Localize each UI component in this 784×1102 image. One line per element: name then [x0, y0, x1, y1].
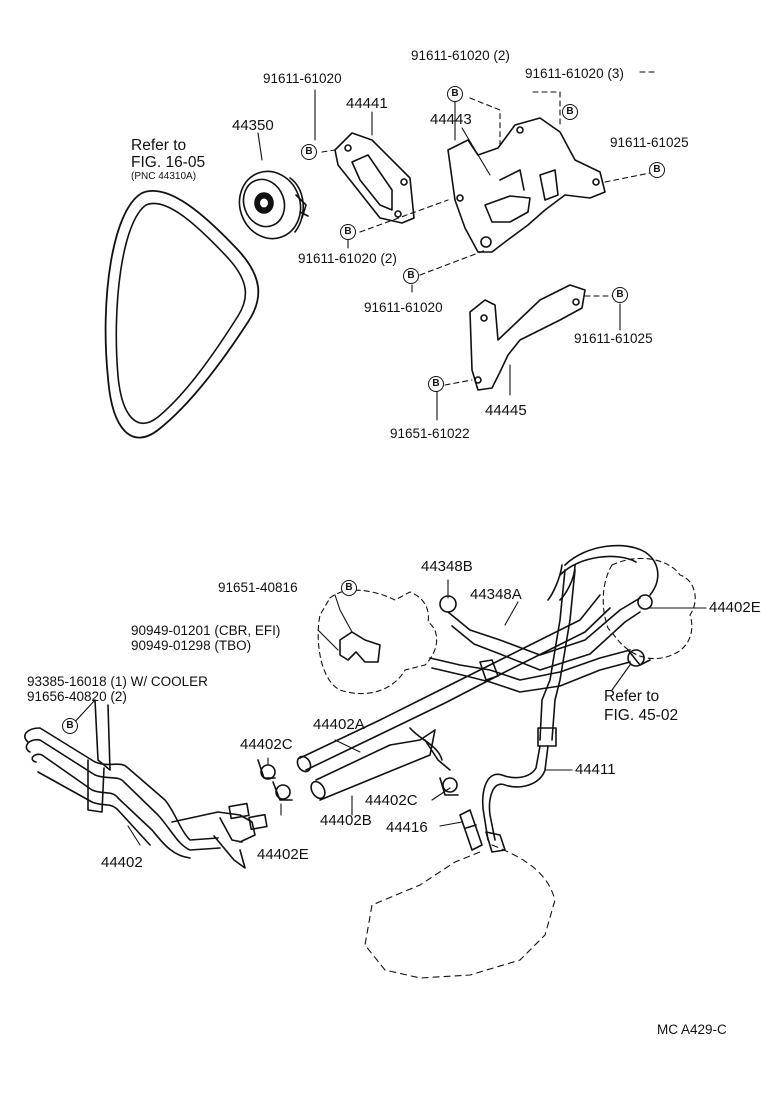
part-93385-16018-label: 93385-16018 (1) W/ COOLER — [27, 674, 208, 689]
bolt-91651-40816-label: 91651-40816 — [218, 580, 298, 595]
bolt-b-icon: B — [562, 104, 578, 120]
bolt-91651-61022-label: 91651-61022 — [390, 426, 470, 441]
bolt-91611-61025-label-b: 91611-61025 — [574, 331, 653, 346]
refer-to-label-2: Refer to — [604, 688, 660, 705]
union-44416-drawing — [459, 809, 483, 851]
bolt-91611-61020-2-top-label: 91611-61020 (2) — [411, 48, 510, 63]
hoses-drawing — [429, 564, 641, 853]
upper-dashed-leaders — [321, 71, 656, 386]
bolt-b-icon: B — [341, 580, 357, 596]
pump-dashed-outline — [317, 557, 696, 695]
part-44402-label: 44402 — [101, 854, 143, 871]
oil-cooler-drawing — [24, 699, 268, 869]
bolt-b-icon: B — [428, 376, 444, 392]
fig-16-05-link[interactable]: FIG. 16-05 — [131, 154, 206, 171]
idler-pulley-drawing — [238, 170, 309, 240]
bracket-44443-drawing — [447, 117, 606, 253]
clamps-drawing — [257, 594, 653, 801]
pump-bracket-drawing — [339, 631, 381, 663]
part-90949-01201-label: 90949-01201 (CBR, EFI) — [131, 623, 281, 638]
v-belt-drawing — [104, 190, 260, 439]
bolt-b-icon: B — [62, 718, 78, 734]
part-44411-label: 44411 — [575, 761, 616, 778]
bolt-b-icon: B — [612, 287, 628, 303]
part-90949-01298-label: 90949-01298 (TBO) — [131, 638, 252, 653]
bracket-44445-drawing — [469, 284, 586, 391]
bolt-91611-61020-2-mid-label: 91611-61020 (2) — [298, 251, 397, 266]
part-44445-label: 44445 — [485, 402, 527, 419]
leader-lines — [71, 89, 707, 846]
refer-to-label-1: Refer to — [131, 137, 187, 154]
bolt-b-icon: B — [340, 224, 356, 240]
fig-45-02-link[interactable]: FIG. 45-02 — [604, 707, 679, 724]
bolt-b-icon: B — [649, 162, 665, 178]
bolt-91611-61020-label-a: 91611-61020 — [263, 71, 342, 86]
bolt-b-icon: B — [447, 86, 463, 102]
part-44348b-label: 44348B — [421, 558, 473, 575]
bolt-b-icon: B — [301, 144, 317, 160]
part-44402e-right-label: 44402E — [709, 599, 761, 616]
bracket-44441-drawing — [334, 132, 415, 224]
reservoir-drawing — [559, 544, 659, 596]
part-44443-label: 44443 — [430, 111, 472, 128]
part-44402c-right-label: 44402C — [365, 792, 418, 809]
part-44441-label: 44441 — [346, 95, 388, 112]
part-44348a-label: 44348A — [470, 586, 522, 603]
bolt-91611-61020-label-b: 91611-61020 — [364, 300, 443, 315]
hose-44402a-drawing — [296, 594, 611, 801]
part-44350-label: 44350 — [232, 117, 274, 134]
pnc-44310a-label: (PNC 44310A) — [131, 171, 197, 182]
part-44416-label: 44416 — [386, 819, 428, 836]
engine-dashed-outline — [364, 844, 556, 979]
bolt-b-icon: B — [403, 268, 419, 284]
footer-code: MC A429-C — [657, 1022, 727, 1037]
part-44402b-label: 44402B — [320, 812, 372, 829]
part-44402e-left-label: 44402E — [257, 846, 309, 863]
part-44402a-label: 44402A — [313, 716, 365, 733]
bolt-91611-61025-label-a: 91611-61025 — [610, 135, 689, 150]
part-44402c-left-label: 44402C — [240, 736, 293, 753]
part-91656-40820-label: 91656-40820 (2) — [27, 689, 127, 704]
bolt-91611-61020-3-label: 91611-61020 (3) — [525, 66, 624, 81]
